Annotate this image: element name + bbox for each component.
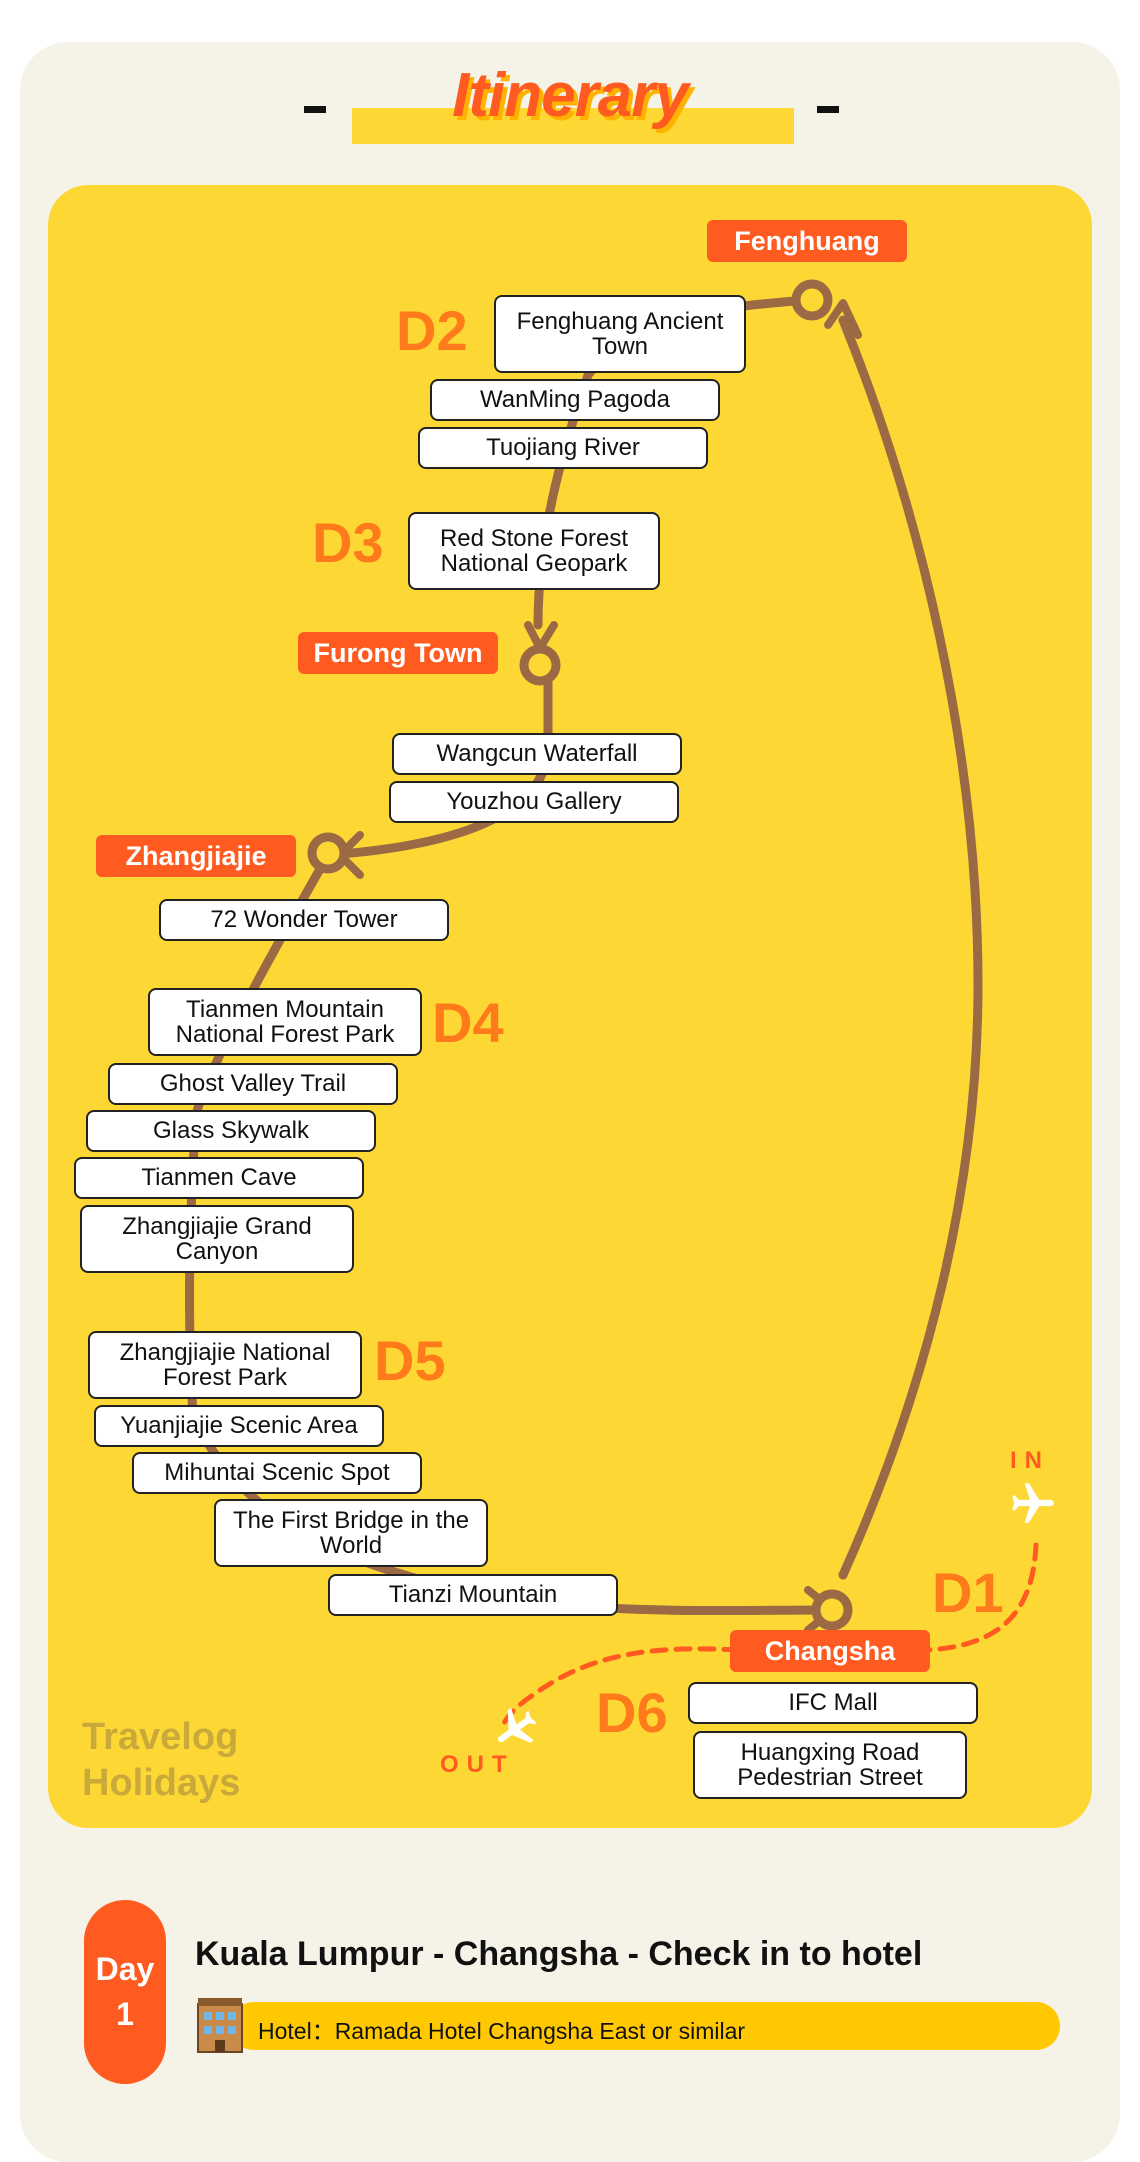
title-highlight (352, 108, 794, 144)
plane-in-icon (1012, 1483, 1054, 1523)
city-fenghuang: Fenghuang (707, 220, 907, 262)
attraction-mihuntai: Mihuntai Scenic Spot (132, 1452, 422, 1494)
attraction-youzhou-gallery: Youzhou Gallery (389, 781, 679, 823)
hotel-info: Hotel：Ramada Hotel Changsha East or simi… (258, 2018, 746, 2044)
city-changsha: Changsha (730, 1630, 930, 1672)
day-label-d1: D1 (932, 1561, 1004, 1624)
attraction-tianzi-mountain: Tianzi Mountain (328, 1574, 618, 1616)
day-badge-label: Day (95, 1951, 155, 1988)
day-label-d2: D2 (396, 299, 468, 362)
flight-out-label: OUT (440, 1751, 515, 1778)
day-label-d3: D3 (312, 511, 384, 574)
attraction-fenghuang-ancient-town: Fenghuang Ancient Town (494, 295, 746, 373)
attraction-ifc-mall: IFC Mall (688, 1682, 978, 1724)
flight-in-label: IN (1010, 1447, 1050, 1474)
flight-out-path (500, 1646, 741, 1728)
node-changsha (811, 1589, 853, 1631)
attraction-first-bridge: The First Bridge in the World (214, 1499, 488, 1567)
node-fenghuang (791, 279, 833, 321)
hotel-building-icon (197, 1998, 243, 2053)
itinerary-map: Fenghuang Furong Town Zhangjiajie Changs… (48, 185, 1092, 1828)
day-label-d6: D6 (596, 1681, 668, 1744)
attraction-red-stone-forest: Red Stone Forest National Geopark (408, 512, 660, 590)
attraction-yuanjiajie: Yuanjiajie Scenic Area (94, 1405, 384, 1447)
day-badge-number: 1 (116, 1996, 134, 2032)
route-lines (185, 279, 1039, 1728)
attraction-72-wonder-tower: 72 Wonder Tower (159, 899, 449, 941)
title-dash-left (304, 106, 326, 113)
attraction-tianmen-mountain: Tianmen Mountain National Forest Park (148, 988, 422, 1056)
city-zhangjiajie: Zhangjiajie (96, 835, 296, 877)
attraction-glass-skywalk: Glass Skywalk (86, 1110, 376, 1152)
day-badge: Day 1 (84, 1900, 166, 2084)
node-furong (519, 644, 561, 686)
attraction-wangcun-waterfall: Wangcun Waterfall (392, 733, 682, 775)
route-path-return (838, 315, 983, 1580)
day-title: Kuala Lumpur - Changsha - Check in to ho… (195, 1935, 923, 1973)
attraction-huangxing-road: Huangxing Road Pedestrian Street (693, 1731, 967, 1799)
attraction-national-forest-park: Zhangjiajie National Forest Park (88, 1331, 362, 1399)
attraction-grand-canyon: Zhangjiajie Grand Canyon (80, 1205, 354, 1273)
attraction-wanming-pagoda: WanMing Pagoda (430, 379, 720, 421)
flight-in-path (925, 1542, 1039, 1653)
brand-line-1: Travelog (82, 1716, 239, 1758)
attraction-tianmen-cave: Tianmen Cave (74, 1157, 364, 1199)
page-title: Itinerary (452, 61, 689, 130)
node-zhangjiajie (307, 832, 349, 874)
brand-logo-text: Travelog Holidays (82, 1715, 240, 1806)
city-furong: Furong Town (298, 632, 498, 674)
attraction-ghost-valley: Ghost Valley Trail (108, 1063, 398, 1105)
brand-line-2: Holidays (82, 1761, 241, 1804)
attraction-tuojiang-river: Tuojiang River (418, 427, 708, 469)
hotel-bar (230, 2002, 1060, 2050)
plane-out-icon (497, 1707, 537, 1743)
day-label-d4: D4 (432, 991, 504, 1054)
title-dash-right (817, 106, 839, 113)
title-area: Itinerary (0, 60, 1140, 160)
day-label-d5: D5 (374, 1329, 446, 1392)
arrow-fenghuang (824, 299, 862, 339)
